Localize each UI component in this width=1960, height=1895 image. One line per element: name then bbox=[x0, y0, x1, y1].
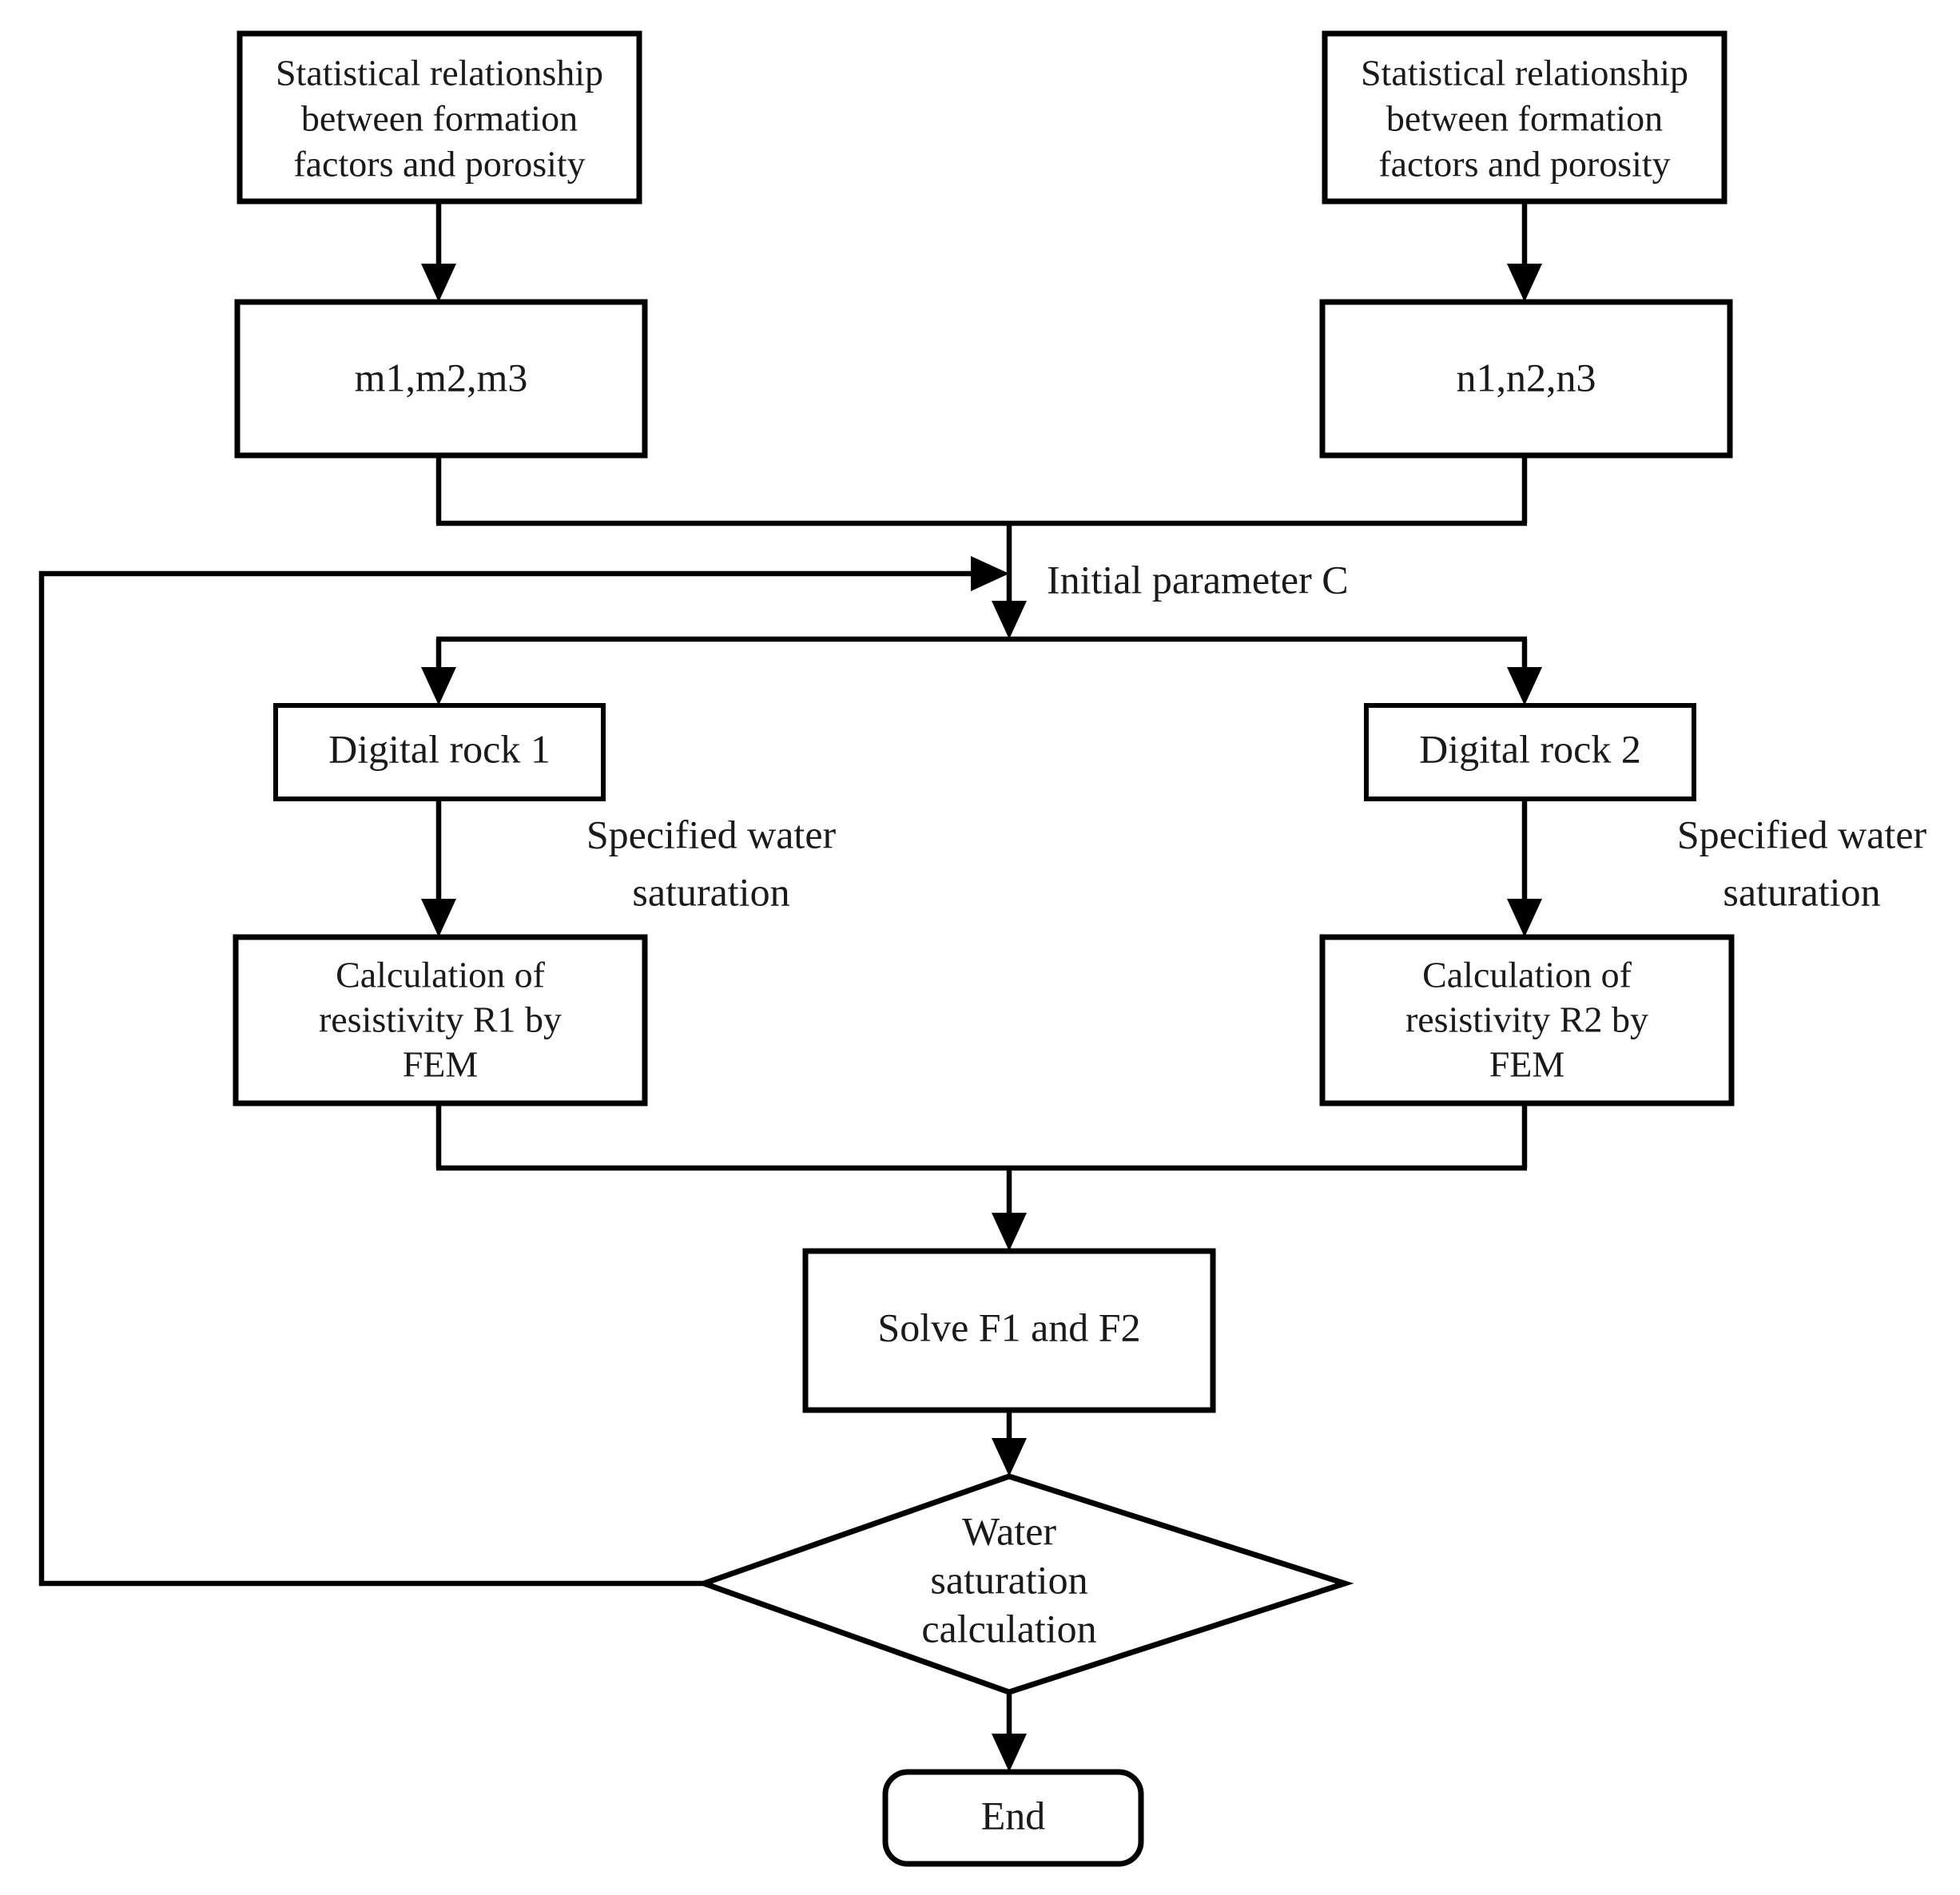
node-decision-line-3: calculation bbox=[921, 1606, 1096, 1651]
label-specified-water-saturation-left: Specified water saturation bbox=[586, 812, 837, 914]
label-specified-water-saturation-left-line-1: Specified water bbox=[586, 812, 837, 856]
node-stat-right[interactable]: Statistical relationship between formati… bbox=[1322, 30, 1727, 205]
node-end-label: End bbox=[981, 1793, 1046, 1837]
node-digital-rock-1[interactable]: Digital rock 1 bbox=[273, 703, 606, 801]
node-calc-r1-line-2: resistivity R1 by bbox=[319, 999, 562, 1040]
node-decision-water-saturation[interactable]: Water saturation calculation bbox=[695, 1473, 1354, 1695]
split-bus-rocks bbox=[421, 636, 1542, 705]
node-digital-rock-2-label: Digital rock 2 bbox=[1419, 726, 1641, 771]
node-stat-left-line-3: factors and porosity bbox=[293, 144, 585, 185]
node-solve-label: Solve F1 and F2 bbox=[877, 1305, 1140, 1349]
node-digital-rock-2[interactable]: Digital rock 2 bbox=[1364, 703, 1696, 801]
node-calc-r2[interactable]: Calculation of resistivity R2 by FEM bbox=[1319, 934, 1735, 1106]
edge-stat-right-to-n bbox=[1507, 201, 1542, 302]
node-calc-r1-line-1: Calculation of bbox=[336, 955, 546, 995]
label-specified-water-saturation-right-line-1: Specified water bbox=[1677, 812, 1927, 856]
node-stat-left[interactable]: Statistical relationship between formati… bbox=[237, 30, 642, 205]
label-specified-water-saturation-left-line-2: saturation bbox=[632, 869, 789, 914]
edge-feedback-loop bbox=[38, 556, 1009, 1587]
node-n-params-label: n1,n2,n3 bbox=[1457, 355, 1596, 399]
label-initial-parameter-c: Initial parameter C bbox=[1047, 557, 1349, 602]
node-stat-right-line-2: between formation bbox=[1386, 98, 1663, 139]
merge-bus-calc bbox=[435, 1103, 1528, 1251]
edge-decision-to-end bbox=[992, 1692, 1027, 1772]
node-calc-r1[interactable]: Calculation of resistivity R1 by FEM bbox=[233, 934, 648, 1106]
node-decision-line-1: Water bbox=[962, 1508, 1056, 1553]
node-end[interactable]: End bbox=[882, 1769, 1144, 1867]
edge-rock2-to-calc-r2 bbox=[1507, 799, 1542, 937]
node-calc-r1-line-3: FEM bbox=[403, 1044, 479, 1085]
node-m-params-label: m1,m2,m3 bbox=[355, 355, 528, 399]
node-stat-left-line-2: between formation bbox=[301, 98, 578, 139]
label-initial-parameter-c-text: Initial parameter C bbox=[1047, 557, 1349, 602]
label-specified-water-saturation-right-line-2: saturation bbox=[1723, 869, 1880, 914]
edge-stat-left-to-m bbox=[421, 201, 456, 302]
edge-bus-to-initial-parameter bbox=[992, 523, 1027, 639]
node-decision-line-2: saturation bbox=[930, 1557, 1087, 1602]
node-n-params[interactable]: n1,n2,n3 bbox=[1319, 299, 1733, 459]
node-calc-r2-line-1: Calculation of bbox=[1422, 955, 1632, 995]
edge-rock1-to-calc-r1 bbox=[421, 799, 456, 937]
node-stat-right-line-1: Statistical relationship bbox=[1361, 53, 1688, 93]
node-m-params[interactable]: m1,m2,m3 bbox=[234, 299, 648, 459]
edge-solve-to-decision bbox=[992, 1410, 1027, 1476]
node-stat-right-line-3: factors and porosity bbox=[1378, 144, 1670, 185]
node-stat-left-line-1: Statistical relationship bbox=[276, 53, 603, 93]
label-specified-water-saturation-right: Specified water saturation bbox=[1677, 812, 1927, 914]
node-solve[interactable]: Solve F1 and F2 bbox=[802, 1248, 1216, 1413]
node-calc-r2-line-2: resistivity R2 by bbox=[1405, 999, 1648, 1040]
node-calc-r2-line-3: FEM bbox=[1489, 1044, 1565, 1085]
node-digital-rock-1-label: Digital rock 1 bbox=[328, 726, 551, 771]
